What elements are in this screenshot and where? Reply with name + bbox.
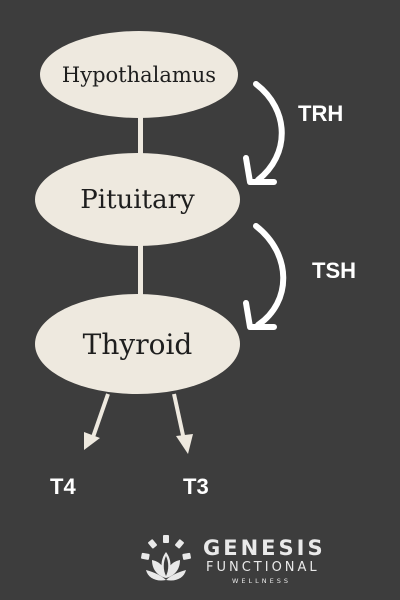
hormone-label-tsh: TSH <box>312 258 356 283</box>
hormone-label-trh: TRH <box>298 101 344 126</box>
node-thyroid: Thyroid <box>35 294 240 394</box>
logo-wellness: WELLNESS <box>232 577 291 585</box>
connector-pit-thy <box>138 244 143 296</box>
node-pituitary-label: Pituitary <box>80 184 195 215</box>
output-label-t3: T3 <box>183 474 209 499</box>
logo-functional: FUNCTIONAL <box>206 560 320 575</box>
output-label-t4: T4 <box>50 474 76 499</box>
node-thyroid-label: Thyroid <box>82 327 193 361</box>
tsh-curved-arrow <box>243 223 287 330</box>
logo-name: GENESIS <box>203 536 326 560</box>
t4-arrow <box>84 393 110 450</box>
genesis-logo: GENESIS FUNCTIONAL WELLNESS <box>138 532 338 588</box>
node-hypothalamus-label: Hypothalamus <box>61 62 217 87</box>
t3-arrow <box>172 393 193 454</box>
node-hypothalamus: Hypothalamus <box>40 31 238 118</box>
trh-curved-arrow <box>243 81 285 185</box>
connector-hypo-pit <box>138 116 143 156</box>
node-pituitary: Pituitary <box>35 153 240 246</box>
lotus-logo-icon <box>141 535 191 581</box>
